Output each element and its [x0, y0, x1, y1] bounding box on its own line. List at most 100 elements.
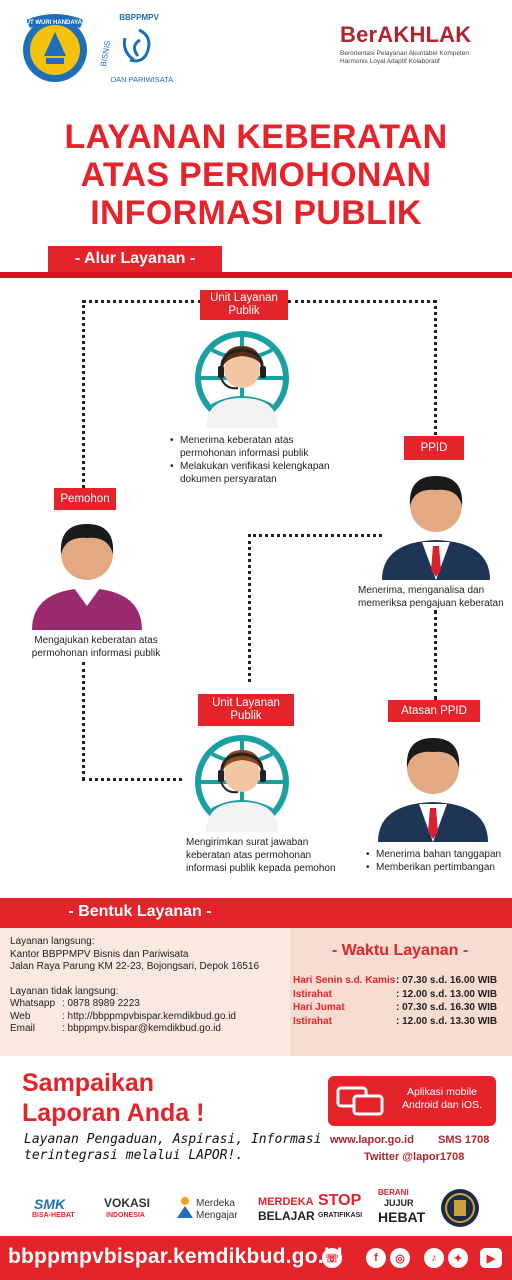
- applicant-man-icon: [28, 512, 146, 630]
- alur-band-line: [0, 272, 512, 278]
- list-item: Menerima bahan tanggapan: [366, 848, 510, 861]
- contact-key: Web: [10, 1010, 31, 1022]
- contact-row: Email : bbppmpv.bispar@kemdikbud.go.id: [10, 1023, 300, 1036]
- contact-value: : 0878 8989 2223: [62, 998, 140, 1009]
- waktu-row: Hari Jumat: 07.30 s.d. 16.30 WIB: [293, 1001, 509, 1015]
- tidak-langsung-title: Layanan tidak langsung:: [10, 985, 119, 997]
- contact-value: : http://bbppmpvbispar.kemdikbud.go.id: [62, 1010, 236, 1022]
- lapor-twitter[interactable]: Twitter @lapor1708: [364, 1151, 465, 1163]
- logo-bottom-text: DAN PARIWISATA: [111, 75, 174, 84]
- waktu-time: : 07.30 s.d. 16.30 WIB: [396, 1002, 498, 1013]
- emblem-seal-icon: [440, 1188, 480, 1228]
- waktu-row: Istirahat : 12.00 s.d. 13.30 WIB: [293, 1015, 509, 1029]
- merdeka-mengajar-icon: [176, 1196, 194, 1218]
- whatsapp-icon[interactable]: ☏: [322, 1248, 342, 1268]
- title-line-2: ATAS PERMOHONAN: [80, 156, 432, 194]
- smk-logo-text: SMK: [34, 1196, 66, 1212]
- footer-url[interactable]: bbppmpvbispar.kemdikbud.go.id: [8, 1245, 343, 1268]
- logo-left-text: BISNIS: [100, 40, 112, 67]
- lapor-title-2: Laporan Anda !: [22, 1099, 205, 1127]
- lapor-title: Sampaikan Laporan Anda !: [22, 1068, 204, 1128]
- instagram-icon[interactable]: ◎: [390, 1248, 410, 1268]
- waktu-day: Hari Senin s.d. Kamis: [293, 975, 396, 986]
- berani-1: BERANI: [378, 1188, 409, 1197]
- title-line-3: INFORMASI PUBLIK: [90, 194, 422, 232]
- connector: [288, 300, 436, 303]
- customer-service-woman-icon: [192, 328, 292, 428]
- waktu-heading: - Waktu Layanan -: [331, 942, 469, 959]
- list-item: Melakukan verifikasi kelengkapan dokumen…: [170, 460, 350, 486]
- businessman-icon: [378, 462, 494, 580]
- lapor-sub-1: Layanan Pengaduan, Aspirasi, Informasi: [24, 1132, 322, 1147]
- waktu-time: : 12.00 s.d. 13.30 WIB: [396, 1015, 498, 1027]
- contact-row: Web : http://bbppmpvbispar.kemdikbud.go.i…: [10, 1011, 300, 1024]
- contact-key: Whatsapp: [10, 998, 56, 1009]
- berakhlak-line1: Berorientasi Pelayanan Akuntabel Kompete…: [340, 50, 470, 57]
- tiktok-icon[interactable]: ♪: [424, 1248, 444, 1268]
- waktu-row: Istirahat : 12.00 s.d. 13.00 WIB: [293, 988, 509, 1002]
- alur-heading: - Alur Layanan -: [48, 246, 222, 272]
- twitter-icon[interactable]: ✦: [448, 1248, 468, 1268]
- unit-layanan-2-desc: Mengirimkan surat jawaban keberatan atas…: [186, 837, 336, 874]
- langsung-line-2: Jalan Raya Parung KM 22-23, Bojongsari, …: [10, 961, 260, 972]
- waktu-time: : 07.30 s.d. 16.00 WIB: [396, 975, 498, 986]
- waktu-row: Hari Senin s.d. Kamis: 07.30 s.d. 16.00 …: [293, 974, 509, 988]
- unit-layanan-2-label: Unit Layanan Publik: [198, 694, 294, 726]
- merdeka-belajar-1: MERDEKA: [258, 1196, 314, 1208]
- connector: [82, 662, 85, 780]
- atasan-ppid-label: Atasan PPID: [388, 700, 480, 722]
- contact-row: Whatsapp : 0878 8989 2223: [10, 998, 300, 1011]
- title-line-1: LAYANAN KEBERATAN: [64, 118, 448, 156]
- connector: [82, 300, 85, 488]
- stop-logo-text: STOP: [318, 1192, 362, 1209]
- list-item: Menerima keberatan atas permohonan infor…: [170, 434, 350, 460]
- bentuk-heading: - Bentuk Layanan -: [68, 903, 212, 920]
- lapor-card-text: Aplikasi mobile Android dan iOS.: [402, 1086, 482, 1111]
- merdeka-mengajar-1: Merdeka: [196, 1198, 235, 1209]
- contact-value: : bbppmpv.bispar@kemdikbud.go.id: [62, 1023, 221, 1034]
- connector: [434, 610, 437, 700]
- lapor-web-link[interactable]: www.lapor.go.id: [330, 1134, 414, 1146]
- page-title: LAYANAN KEBERATAN ATAS PERMOHONAN INFORM…: [0, 118, 512, 232]
- tut-wuri-handayani-logo: TUT WURI HANDAYANI: [14, 10, 96, 84]
- langsung-title: Layanan langsung:: [10, 936, 95, 947]
- connector: [82, 778, 182, 781]
- logo-caption: TUT WURI HANDAYANI: [22, 20, 88, 26]
- atasan-ppid-desc: Menerima bahan tanggapan Memberikan pert…: [366, 848, 510, 874]
- waktu-rows: Hari Senin s.d. Kamis: 07.30 s.d. 16.00 …: [293, 974, 509, 1028]
- gratifikasi-text: GRATIFIKASI: [318, 1212, 363, 1219]
- youtube-icon[interactable]: ▶: [480, 1248, 502, 1268]
- smk-logo-sub: BISA-HEBAT: [32, 1212, 75, 1219]
- customer-service-woman-icon: [192, 732, 292, 832]
- waktu-day: Istirahat: [293, 1015, 332, 1027]
- pemohon-label: Pemohon: [54, 488, 116, 510]
- ppid-label: PPID: [404, 436, 464, 460]
- list-item: Memberikan pertimbangan: [366, 861, 510, 874]
- berakhlak-word: BerAKHLAK: [340, 22, 472, 47]
- lapor-sub-2: terintegrasi melalui LAPOR!.: [24, 1148, 244, 1163]
- chat-bubbles-icon: [336, 1086, 386, 1116]
- facebook-icon[interactable]: f: [366, 1248, 386, 1268]
- partner-logos-strip: SMK BISA-HEBAT VOKASI INDONESIA Merdeka …: [0, 1182, 512, 1234]
- waktu-time: : 12.00 s.d. 13.00 WIB: [396, 988, 498, 1000]
- vokasi-logo-text: VOKASI: [104, 1196, 151, 1210]
- bentuk-band: [0, 898, 512, 928]
- merdeka-mengajar-2: Mengajar: [196, 1210, 238, 1221]
- logo-top-text: BBPPMPV: [119, 13, 159, 22]
- ppid-desc: Menerima, menganalisa dan memeriksa peng…: [358, 585, 504, 609]
- langsung-line-1: Kantor BBPPMPV Bisnis dan Pariwisata: [10, 948, 189, 960]
- unit-layanan-1-label: Unit Layanan Publik: [200, 290, 288, 320]
- lapor-subtitle: Layanan Pengaduan, Aspirasi, Informasi t…: [24, 1132, 321, 1164]
- connector: [82, 300, 202, 303]
- berakhlak-logo: BerAKHLAK Berorientasi Pelayanan Akuntab…: [340, 22, 500, 66]
- berani-3: HEBAT: [378, 1209, 426, 1225]
- bentuk-text: Layanan langsung: Kantor BBPPMPV Bisnis …: [10, 936, 300, 1036]
- merdeka-belajar-2: BELAJAR: [258, 1209, 315, 1223]
- unit-layanan-1-desc: Menerima keberatan atas permohonan infor…: [170, 434, 350, 486]
- lapor-title-1: Sampaikan: [22, 1069, 155, 1097]
- connector: [434, 300, 437, 435]
- lapor-sms: SMS 1708: [438, 1134, 490, 1146]
- contact-key: Email: [10, 1023, 36, 1034]
- pemohon-desc: Mengajukan keberatan atas permohonan inf…: [31, 635, 161, 659]
- waktu-day: Istirahat: [293, 988, 332, 1000]
